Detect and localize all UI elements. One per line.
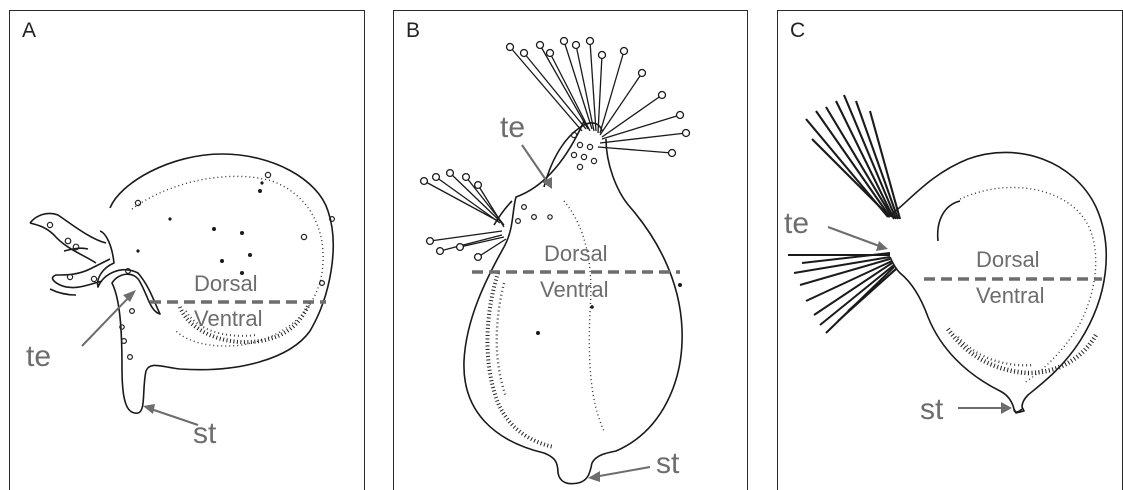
- st-label: st: [920, 393, 944, 426]
- panel-a: A Dorsal: [9, 10, 365, 490]
- dorsal-label: Dorsal: [194, 271, 258, 296]
- dorsal-label: Dorsal: [976, 247, 1040, 272]
- te-label: te: [784, 207, 809, 240]
- ventral-label: Ventral: [540, 277, 609, 302]
- te-label: te: [26, 340, 51, 373]
- dorsal-label: Dorsal: [544, 241, 608, 266]
- specimen-a-drawing: Dorsal Ventral te st: [10, 11, 365, 490]
- st-label: st: [193, 417, 217, 450]
- te-label: te: [500, 111, 525, 144]
- panel-b: B: [393, 10, 748, 490]
- specimen-b-drawing: Dorsal Ventral te st: [394, 11, 748, 490]
- specimen-c-drawing: Dorsal Ventral te st: [778, 11, 1123, 490]
- panel-c: C Dorsal Ventral te: [777, 10, 1123, 490]
- st-label: st: [656, 447, 680, 480]
- specimen-b-body-outline: [464, 121, 682, 484]
- ventral-label: Ventral: [976, 283, 1045, 308]
- ventral-label: Ventral: [194, 306, 263, 331]
